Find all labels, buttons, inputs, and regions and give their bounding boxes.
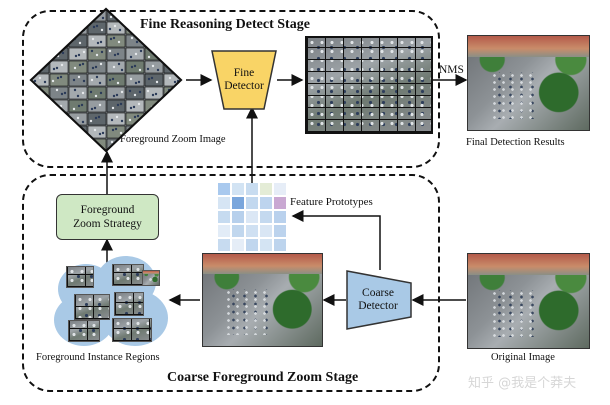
watermark: 知乎 @我是个莽夫 — [468, 376, 577, 391]
fine-stage-title: Fine Reasoning Detect Stage — [140, 17, 310, 32]
original-image-label: Original Image — [491, 352, 555, 363]
foreground-instance-regions — [52, 256, 172, 348]
prototype-cell — [246, 225, 258, 237]
prototype-cell — [232, 225, 244, 237]
fine-detection-mosaic — [305, 36, 433, 134]
fine-detector-label: Fine Detector — [224, 66, 264, 92]
original-image — [467, 253, 590, 349]
prototype-cell — [232, 197, 244, 209]
coarse-detector-label: Coarse Detector — [358, 286, 398, 312]
prototype-cell — [260, 225, 272, 237]
coarse-detector: Coarse Detector — [346, 270, 412, 330]
coarse-stage-title: Coarse Foreground Zoom Stage — [167, 370, 359, 385]
prototype-cell — [218, 239, 230, 251]
prototype-cell — [246, 197, 258, 209]
prototype-cell — [232, 211, 244, 223]
final-detection-image — [467, 35, 590, 131]
foreground-zoom-image-label: Foreground Zoom Image — [120, 134, 226, 145]
prototype-cell — [232, 239, 244, 251]
foreground-instance-regions-label: Foreground Instance Regions — [36, 352, 160, 363]
prototype-cell — [274, 197, 286, 209]
final-detection-label: Final Detection Results — [466, 137, 565, 148]
prototype-cell — [232, 183, 244, 195]
prototype-cell — [260, 239, 272, 251]
prototype-cell — [260, 183, 272, 195]
prototype-cell — [260, 197, 272, 209]
feature-prototypes-label: Feature Prototypes — [290, 196, 373, 208]
prototype-cell — [218, 197, 230, 209]
prototype-cell — [274, 225, 286, 237]
fine-stage-container — [22, 10, 440, 168]
nms-label: NMS — [439, 64, 464, 76]
prototype-cell — [246, 211, 258, 223]
feature-prototypes-grid — [218, 183, 286, 251]
coarse-stage-container — [22, 174, 440, 392]
prototype-cell — [218, 211, 230, 223]
prototype-cell — [274, 211, 286, 223]
prototype-cell — [274, 239, 286, 251]
zoom-strategy-label: Foreground Zoom Strategy — [73, 203, 142, 230]
prototype-cell — [218, 183, 230, 195]
foreground-zoom-image — [29, 7, 183, 153]
prototype-cell — [218, 225, 230, 237]
zoom-strategy-box: Foreground Zoom Strategy — [56, 194, 159, 240]
coarse-detection-image — [202, 253, 323, 347]
prototype-cell — [274, 183, 286, 195]
prototype-cell — [260, 211, 272, 223]
prototype-cell — [246, 183, 258, 195]
fine-detector: Fine Detector — [211, 50, 277, 110]
prototype-cell — [246, 239, 258, 251]
